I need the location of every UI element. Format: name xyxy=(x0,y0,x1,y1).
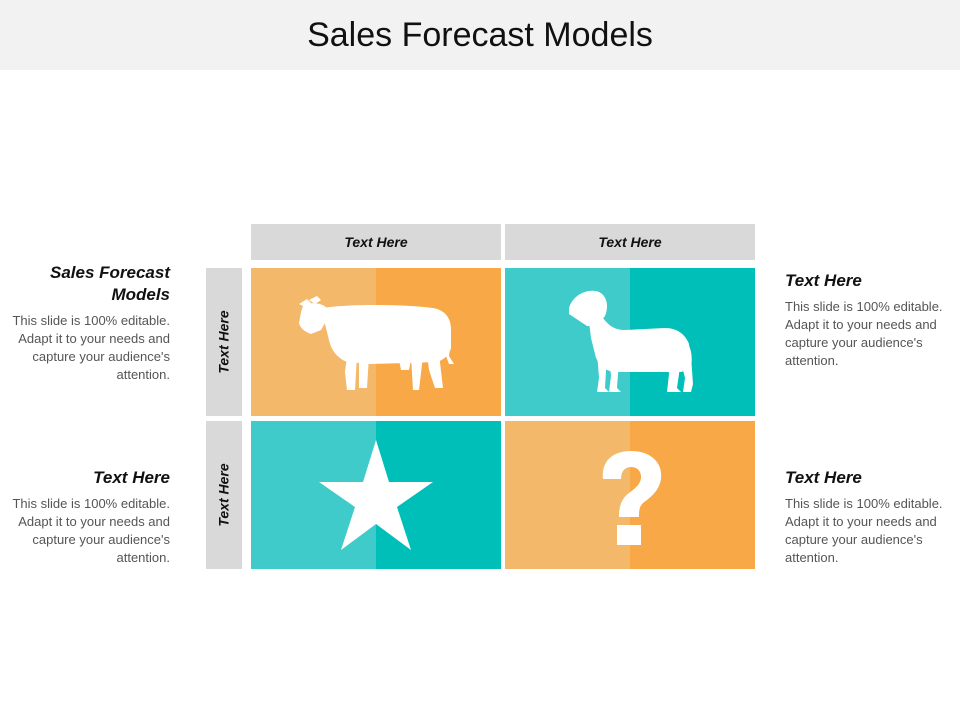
column-header-1-label: Text Here xyxy=(344,234,408,250)
text-block-top-right-desc: This slide is 100% editable. Adapt it to… xyxy=(785,299,943,368)
row-header-1: Text Here xyxy=(206,268,242,416)
text-block-top-right: Text Here This slide is 100% editable. A… xyxy=(785,270,945,370)
text-block-bottom-left-desc: This slide is 100% editable. Adapt it to… xyxy=(12,496,170,565)
quadrant-bottom-right xyxy=(505,421,755,569)
quadrant-bottom-left xyxy=(251,421,501,569)
slide-title: Sales Forecast Models xyxy=(307,15,653,54)
column-header-1: Text Here xyxy=(251,224,501,260)
column-header-2-label: Text Here xyxy=(598,234,662,250)
row-header-2-label: Text Here xyxy=(216,463,233,527)
row-header-2: Text Here xyxy=(206,421,242,569)
text-block-bottom-left-title: Text Here xyxy=(93,468,170,487)
text-block-bottom-right-title: Text Here xyxy=(785,468,862,487)
text-block-top-left-desc: This slide is 100% editable. Adapt it to… xyxy=(12,313,170,382)
quadrant-top-right xyxy=(505,268,755,416)
title-bar: Sales Forecast Models xyxy=(0,0,960,70)
text-block-top-left: Sales Forecast Models This slide is 100%… xyxy=(10,262,170,384)
question-mark-icon xyxy=(602,451,662,545)
text-block-bottom-right-desc: This slide is 100% editable. Adapt it to… xyxy=(785,496,943,565)
text-block-bottom-left: Text Here This slide is 100% editable. A… xyxy=(10,467,170,567)
text-block-top-left-title: Sales Forecast Models xyxy=(49,263,170,304)
cow-icon xyxy=(299,296,454,390)
dog-icon xyxy=(569,290,693,392)
quadrant-top-left xyxy=(251,268,501,416)
row-header-1-label: Text Here xyxy=(216,310,233,374)
text-block-bottom-right: Text Here This slide is 100% editable. A… xyxy=(785,467,945,567)
column-header-2: Text Here xyxy=(505,224,755,260)
text-block-top-right-title: Text Here xyxy=(785,271,862,290)
star-icon xyxy=(319,440,433,550)
